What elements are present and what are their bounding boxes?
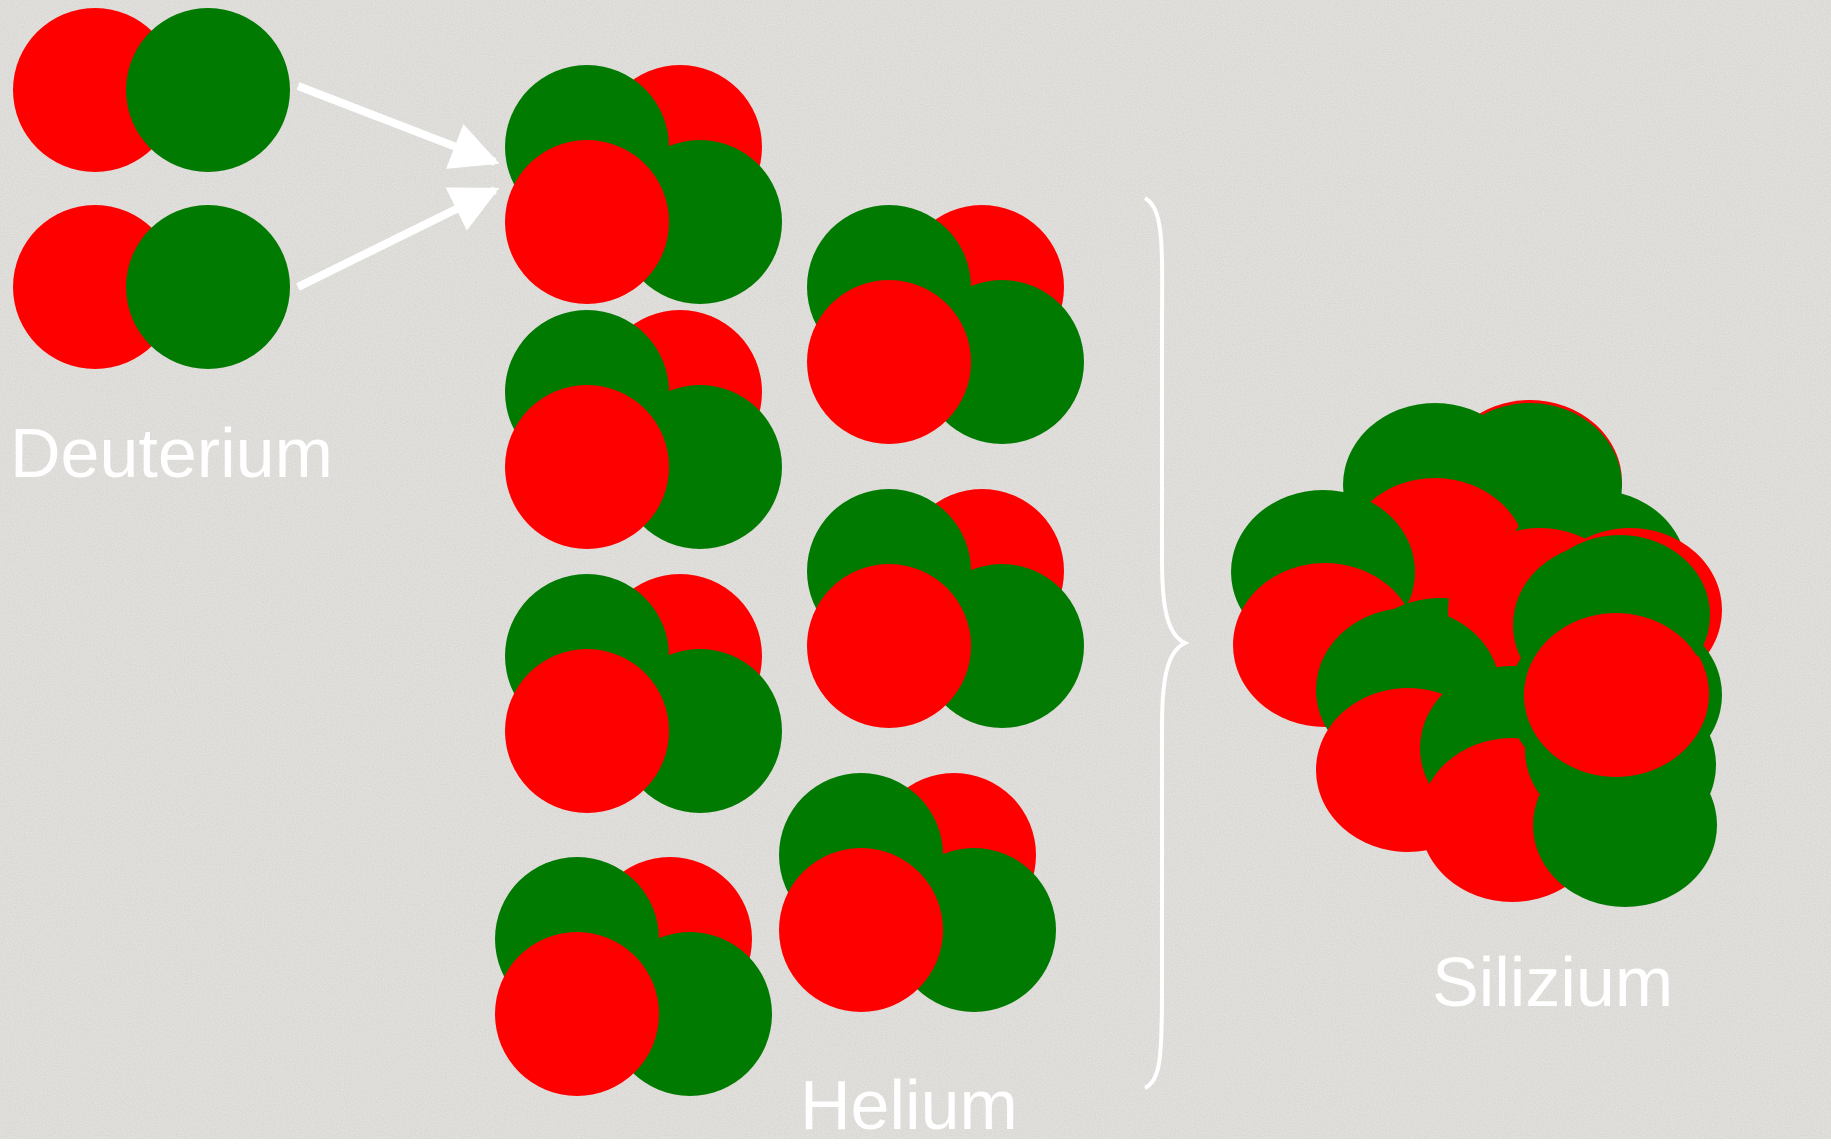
silizium-label: Silizium bbox=[1432, 947, 1673, 1017]
deuterium-nucleus bbox=[13, 205, 290, 369]
proton bbox=[505, 140, 669, 304]
proton bbox=[807, 564, 971, 728]
deuterium-nucleus bbox=[13, 8, 290, 172]
deuterium-label: Deuterium bbox=[10, 418, 333, 488]
proton bbox=[505, 385, 669, 549]
proton bbox=[505, 649, 669, 813]
helium-nucleus bbox=[505, 65, 782, 304]
helium-nucleus bbox=[505, 310, 782, 549]
proton bbox=[807, 280, 971, 444]
proton bbox=[495, 932, 659, 1096]
helium-label: Helium bbox=[800, 1070, 1018, 1140]
helium-nucleus bbox=[779, 773, 1056, 1012]
helium-nucleus bbox=[505, 574, 782, 813]
helium-nucleus bbox=[495, 857, 772, 1096]
helium-nucleus bbox=[807, 205, 1084, 444]
neutron bbox=[126, 8, 290, 172]
helium-nucleus bbox=[807, 489, 1084, 728]
proton bbox=[1524, 613, 1708, 777]
proton bbox=[779, 848, 943, 1012]
neutron bbox=[126, 205, 290, 369]
